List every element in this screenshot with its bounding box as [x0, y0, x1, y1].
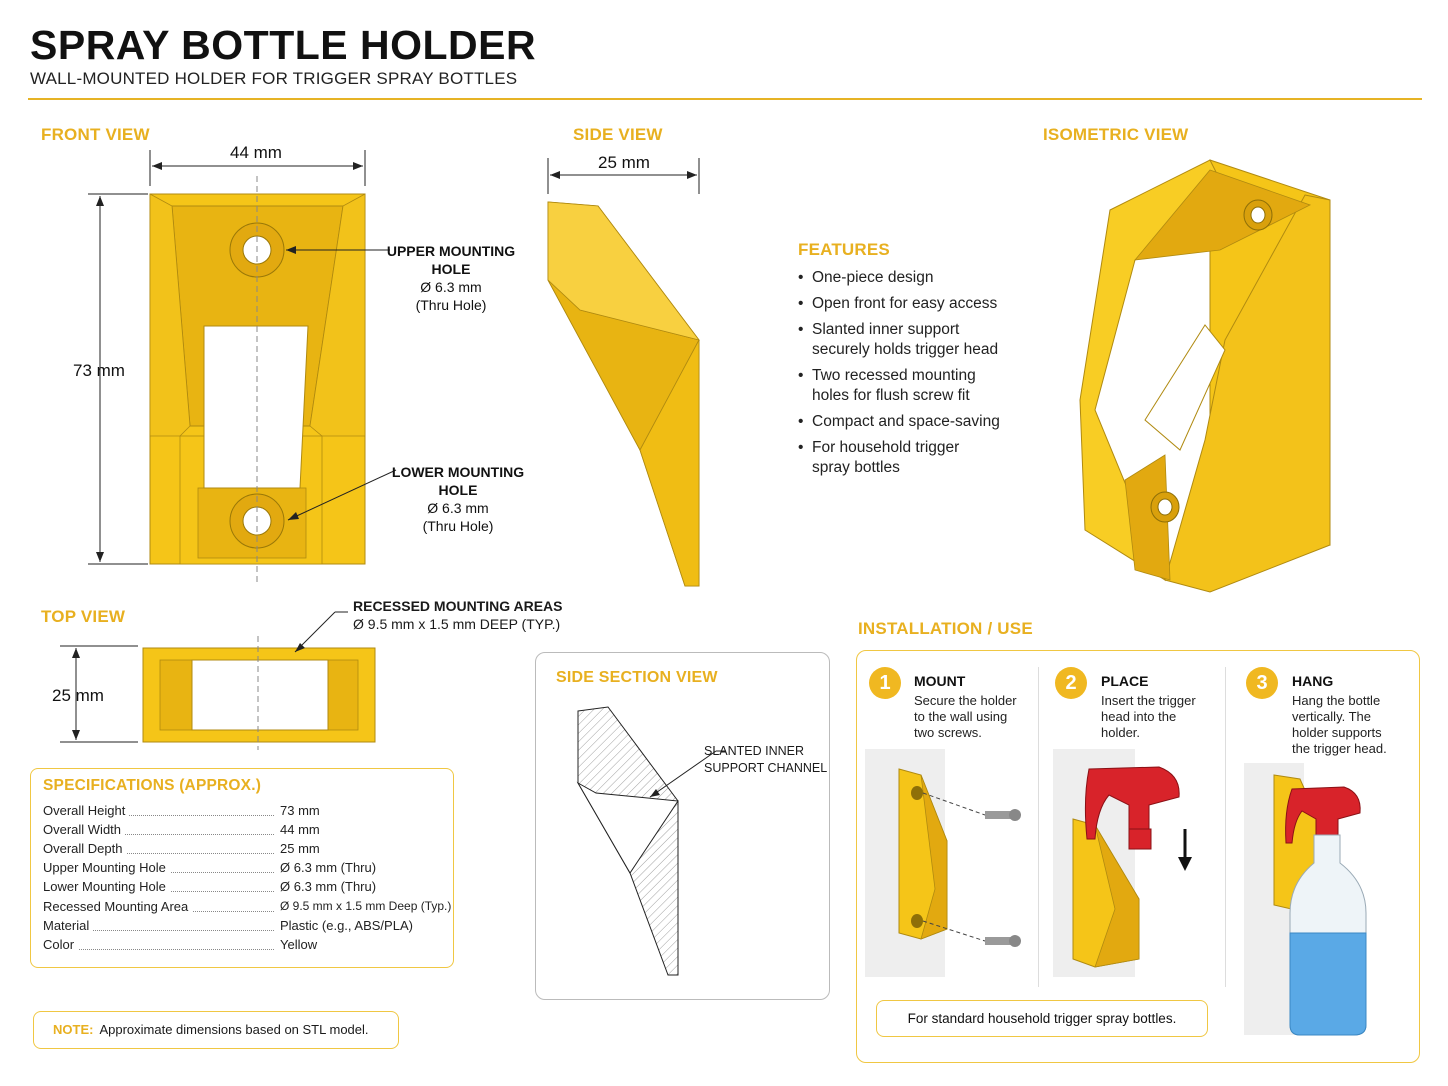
front-view-drawing	[88, 150, 397, 584]
section-callout: SLANTED INNER SUPPORT CHANNEL	[704, 744, 828, 775]
feature-item: Compact and space-saving	[798, 412, 1000, 432]
isometric-view-heading: ISOMETRIC VIEW	[1043, 125, 1189, 144]
header-divider	[28, 98, 1422, 100]
step-1-illustration	[865, 749, 1021, 977]
installation-panel: 1 MOUNT Secure the holder to the wall us…	[856, 650, 1420, 1063]
step-2-illustration	[1053, 749, 1192, 977]
side-view-heading: SIDE VIEW	[573, 125, 663, 144]
features-list: One-piece design Open front for easy acc…	[798, 268, 1000, 484]
top-view-drawing	[60, 611, 376, 750]
side-view-drawing	[547, 158, 701, 587]
note-text: Approximate dimensions based on STL mode…	[99, 1022, 369, 1037]
side-depth-dimension: 25 mm	[598, 153, 650, 172]
feature-item: One-piece design	[798, 268, 1000, 288]
section-view-heading: SIDE SECTION VIEW	[556, 669, 718, 686]
step-1-text: Secure the holder to the wall using two …	[914, 693, 1017, 740]
top-view-heading: TOP VIEW	[41, 607, 126, 626]
page-title: SPRAY BOTTLE HOLDER	[30, 22, 537, 68]
recess-callout-title: RECESSED MOUNTING AREAS	[353, 598, 563, 614]
step-3-illustration	[1244, 763, 1367, 1036]
note-box: NOTE: Approximate dimensions based on STL…	[33, 1011, 399, 1049]
section-view-drawing	[576, 706, 726, 976]
isometric-view-drawing	[1079, 159, 1331, 593]
lower-hole-callout: LOWER MOUNTING HOLE Ø 6.3 mm (Thru Hole)	[391, 464, 525, 534]
front-view-heading: FRONT VIEW	[41, 125, 150, 144]
standard-bottles-note: For standard household trigger spray bot…	[876, 1000, 1208, 1037]
step-1-number: 1	[869, 667, 901, 699]
front-height-dimension: 73 mm	[73, 361, 125, 380]
note-label: NOTE:	[53, 1022, 94, 1037]
step-2-text: Insert the trigger head into the holder.	[1101, 693, 1196, 740]
upper-hole-callout: UPPER MOUNTING HOLE Ø 6.3 mm (Thru Hole)	[386, 243, 516, 313]
features-heading: FEATURES	[798, 240, 890, 259]
step-3-text: Hang the bottle vertically. The holder s…	[1292, 693, 1387, 756]
installation-heading: INSTALLATION / USE	[858, 619, 1033, 638]
step-3-title: HANG	[1292, 673, 1334, 689]
step-2-number: 2	[1055, 667, 1087, 699]
recess-callout-dims: Ø 9.5 mm x 1.5 mm DEEP (TYP.)	[353, 616, 561, 632]
step-2-title: PLACE	[1101, 673, 1149, 689]
section-view-panel: SIDE SECTION VIEW SLANTED INNER SUPPORT …	[535, 652, 830, 1000]
page-subtitle: WALL-MOUNTED HOLDER FOR TRIGGER SPRAY BO…	[30, 69, 518, 88]
feature-item: Open front for easy access	[798, 294, 1000, 314]
front-width-dimension: 44 mm	[230, 143, 282, 162]
top-depth-dimension: 25 mm	[52, 686, 104, 705]
step-1-title: MOUNT	[914, 673, 966, 689]
specifications-heading: SPECIFICATIONS (APPROX.)	[43, 777, 262, 794]
step-3-number: 3	[1246, 667, 1278, 699]
